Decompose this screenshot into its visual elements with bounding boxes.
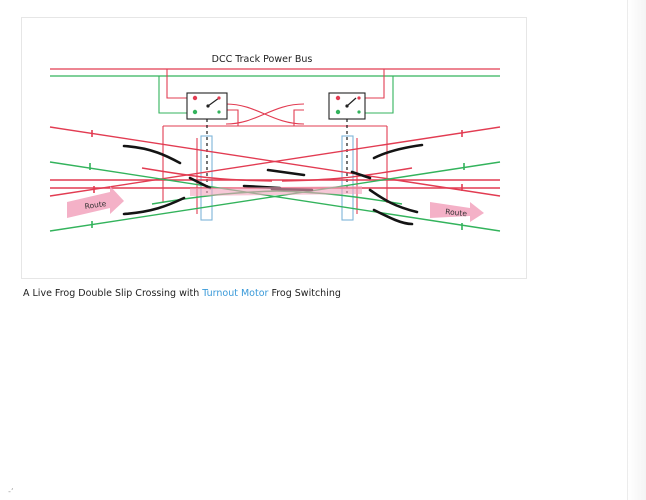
bus-title: DCC Track Power Bus xyxy=(212,54,313,65)
route-highlight-center xyxy=(190,186,362,196)
double-slip-wiring-diagram: DCC Track Power Bus xyxy=(49,54,501,232)
crossover-wires xyxy=(225,103,305,126)
red-rails xyxy=(49,126,501,197)
rail-gaps-green xyxy=(89,163,465,230)
svg-text:Route: Route xyxy=(445,207,468,218)
page-edge-shadow xyxy=(627,0,646,500)
motor-switch-left xyxy=(186,92,228,120)
route-arrow-right: Route xyxy=(430,202,484,222)
turnout-motor-link[interactable]: Turnout Motor xyxy=(202,288,269,299)
frog-feed-wires xyxy=(162,125,388,214)
svg-text:Route: Route xyxy=(84,199,107,211)
figure-frame: DCC Track Power Bus xyxy=(21,17,527,279)
route-arrow-left: Route xyxy=(67,186,124,218)
rail-gaps xyxy=(91,130,463,193)
motor-switch-right xyxy=(328,92,366,120)
corner-mark: ̵‘ xyxy=(11,487,14,496)
caption-text-before: A Live Frog Double Slip Crossing with xyxy=(23,288,203,299)
caption-text-after: Frog Switching xyxy=(268,288,341,299)
figure-caption: A Live Frog Double Slip Crossing with Tu… xyxy=(23,288,341,299)
bus-feeders xyxy=(158,69,394,114)
